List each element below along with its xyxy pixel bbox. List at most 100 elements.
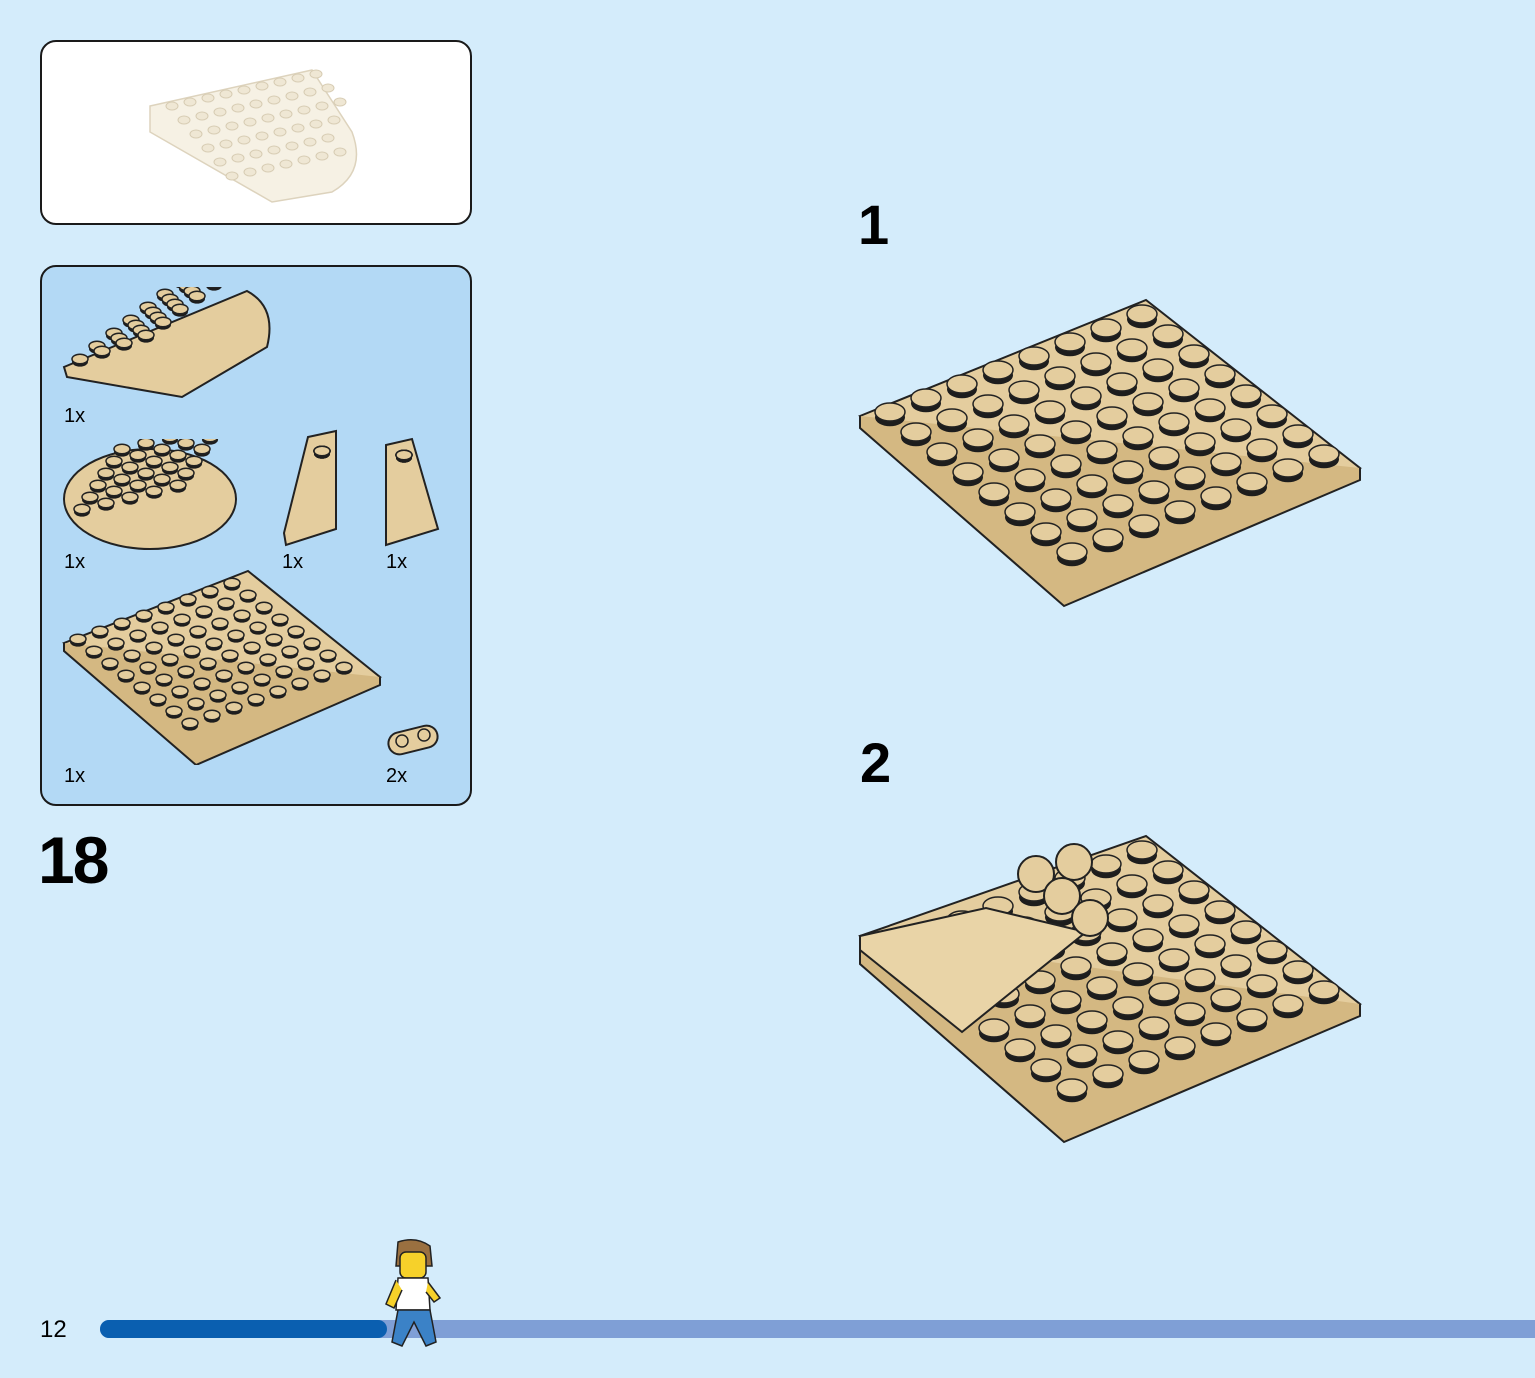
part-qty: 1x <box>64 405 86 427</box>
stud-top <box>161 653 179 665</box>
part-qty: 1x <box>386 551 408 573</box>
stud-top <box>281 645 299 657</box>
stud-top <box>1024 434 1056 454</box>
ghost-stud <box>249 99 263 109</box>
stud-top <box>247 693 265 705</box>
ghost-stud <box>321 133 335 143</box>
sub-step-1-illustration <box>858 298 1362 608</box>
stud-top <box>265 633 283 645</box>
stud-top <box>97 467 115 479</box>
stud-top <box>167 633 185 645</box>
stud-top <box>1014 1004 1046 1024</box>
stud-top <box>105 485 123 497</box>
ghost-stud <box>333 147 347 157</box>
stud-top <box>193 677 211 689</box>
stud-top <box>962 428 994 448</box>
stud-top <box>1230 384 1262 404</box>
stud-top <box>1040 488 1072 508</box>
stud-top <box>1050 454 1082 474</box>
ghost-stud <box>201 143 215 153</box>
stud-top <box>1148 982 1180 1002</box>
part-8x8-plate <box>62 569 382 765</box>
stud-top <box>69 633 87 645</box>
stud-top <box>188 290 206 302</box>
stud-top <box>1040 1024 1072 1044</box>
stud-top <box>1246 974 1278 994</box>
stud-top <box>225 701 243 713</box>
stud-top <box>1168 914 1200 934</box>
stud-top <box>952 462 984 482</box>
stud-top <box>153 473 171 485</box>
stud-top <box>123 649 141 661</box>
stud-top <box>1142 358 1174 378</box>
stud-top <box>1142 894 1174 914</box>
ghost-stud <box>279 109 293 119</box>
stud-top <box>1138 1016 1170 1036</box>
stud-top <box>203 709 221 721</box>
stud-top <box>189 625 207 637</box>
stud-top <box>105 455 123 467</box>
part-half-round-plate <box>62 287 271 399</box>
ghost-stud <box>231 153 245 163</box>
stud-top <box>1112 460 1144 480</box>
stud-top <box>275 665 293 677</box>
ghost-stud <box>225 171 239 181</box>
stud-top <box>926 442 958 462</box>
stud-top <box>169 449 187 461</box>
ghost-stud <box>297 155 311 165</box>
stud-top <box>1204 900 1236 920</box>
stud-top <box>171 303 189 315</box>
stud-top <box>201 585 219 597</box>
part-1x2-round-plate <box>387 724 439 756</box>
stud-top <box>1194 398 1226 418</box>
stud-top <box>1128 514 1160 534</box>
stud-top <box>89 479 107 491</box>
stud-top <box>1122 426 1154 446</box>
ghost-stud <box>261 113 275 123</box>
stud-top <box>249 621 267 633</box>
stud-top <box>137 439 155 449</box>
stud-top <box>145 455 163 467</box>
stud-top <box>297 657 315 669</box>
part-wedge-plate-left <box>282 429 337 547</box>
ghost-stud <box>327 115 341 125</box>
ghost-stud <box>219 139 233 149</box>
stud-top <box>1282 424 1314 444</box>
stud-top <box>221 649 239 661</box>
progress-track <box>100 1320 1535 1338</box>
stud-top <box>1168 378 1200 398</box>
stud-top <box>169 479 187 491</box>
stud-top <box>1308 980 1340 1000</box>
stud-top <box>71 353 89 365</box>
stud-top <box>1184 432 1216 452</box>
stud-top <box>1122 962 1154 982</box>
stud-top <box>97 497 115 509</box>
stud-top <box>1044 366 1076 386</box>
stud-top <box>145 485 163 497</box>
stud-top <box>201 439 219 443</box>
stud-top <box>313 445 331 457</box>
part-wedge-plate-right <box>385 437 440 547</box>
stud-top <box>171 685 189 697</box>
stud-top <box>1106 908 1138 928</box>
stud-top <box>255 601 273 613</box>
stud-top <box>231 681 249 693</box>
ghost-stud <box>267 145 281 155</box>
stud-top <box>1194 934 1226 954</box>
parts-list-box: 1x 1x 1x 1x 1x 2x <box>40 265 472 806</box>
stud-top <box>81 491 99 503</box>
ghost-stud <box>285 91 299 101</box>
stud-top <box>139 661 157 673</box>
ghost-stud <box>255 81 269 91</box>
stud-top <box>1066 508 1098 528</box>
stud-top <box>1106 372 1138 392</box>
stud-top <box>1054 332 1086 352</box>
ghost-stud <box>273 127 287 137</box>
stud-top <box>1220 418 1252 438</box>
stud-top <box>1126 304 1158 324</box>
stud-top <box>1112 996 1144 1016</box>
stud-top <box>1236 472 1268 492</box>
stud-top <box>185 455 203 467</box>
ghost-stud <box>291 73 305 83</box>
stud-top <box>1174 1002 1206 1022</box>
